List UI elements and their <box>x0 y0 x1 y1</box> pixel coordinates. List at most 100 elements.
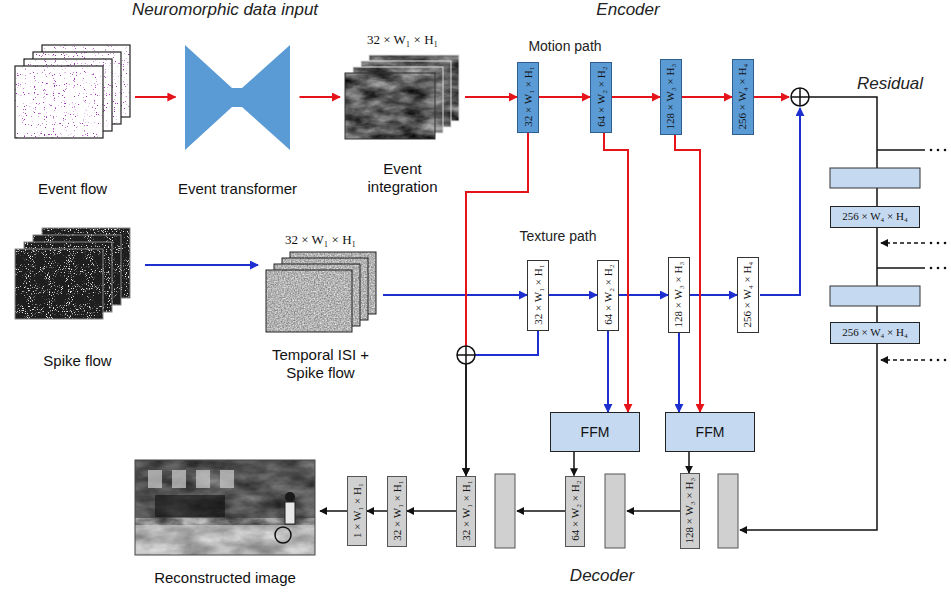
connector-line <box>475 331 538 356</box>
ellipsis-dots <box>930 149 947 362</box>
data-flow-arrow <box>466 331 538 476</box>
residual-block <box>830 168 920 188</box>
event-integration: 32 × W₁ × H₁Event integration <box>340 32 465 196</box>
tensor-size: 1 × W₁ × H₁ <box>350 484 363 539</box>
motion-to-sum <box>754 96 789 98</box>
spike-frame <box>15 249 103 319</box>
tensor-size: 32 × W₁ × H₁ <box>531 265 544 325</box>
connector-line <box>367 510 387 512</box>
tensor-size: 64 × W₂ × H₂ <box>601 265 614 325</box>
tensor-size: 256 × W₄ × H₄ <box>842 210 908 223</box>
connector-line <box>688 452 690 473</box>
person-head <box>285 492 295 502</box>
motion-feature-box: 256 × W₄ × H₄ <box>732 59 754 135</box>
frame-border <box>345 73 435 139</box>
tensor-size: 256 × W₄ × H₄ <box>842 326 908 339</box>
section-title: Neuromorphic data input <box>132 0 318 20</box>
event-transformer: Event transformer <box>176 40 300 198</box>
data-flow-arrow <box>612 97 660 98</box>
decoder-block <box>495 474 515 548</box>
decoder-block <box>605 474 625 548</box>
connector-line <box>383 294 527 296</box>
data-flow-arrow <box>539 97 590 98</box>
tensor-size: 128 × W₃ × H₃ <box>664 64 677 130</box>
connector-line <box>682 96 732 98</box>
caption: Reconstructed image <box>154 569 296 587</box>
data-flow-arrow <box>608 331 609 413</box>
window <box>172 470 186 488</box>
connector-line <box>549 294 597 296</box>
connector-line <box>465 364 467 476</box>
caption: Event flow <box>38 180 107 198</box>
data-flow-arrow <box>549 295 597 296</box>
decoder-box: 128 × W₃ × H₃ <box>680 473 700 549</box>
residual-trunk <box>740 97 877 530</box>
path-label: Motion path <box>528 38 601 55</box>
path-label: Texture path <box>519 228 596 245</box>
data-flow-arrow <box>145 265 258 266</box>
tensor-size: 128 × W₃ × H₃ <box>683 478 696 544</box>
decoder-box: 32 × W₁ × H₁ <box>456 476 476 547</box>
section-title: Decoder <box>570 566 634 586</box>
isi-frames <box>266 252 376 332</box>
data-flow-arrow <box>407 511 456 512</box>
motion-feature-box: 64 × W₂ × H₂ <box>590 62 612 133</box>
motion-feature-box: 128 × W₃ × H₃ <box>660 59 682 135</box>
decoder-box: 32 × W₁ × H₁ <box>387 476 407 547</box>
tensor-size: 64 × W₂ × H₂ <box>594 67 607 127</box>
data-flow-arrow <box>619 295 668 296</box>
data-flow-arrow <box>383 295 527 296</box>
data-flow-arrow <box>300 97 341 98</box>
sum-symbol <box>791 88 809 106</box>
frame-border <box>266 270 352 332</box>
residual-skip <box>881 242 925 244</box>
tensor-size: 32 × W₁ × H₁ <box>521 67 534 127</box>
event-integration-frames <box>345 55 459 139</box>
data-flow-arrow <box>679 333 680 412</box>
sum-cross <box>791 88 809 106</box>
street <box>135 525 315 555</box>
person-body <box>285 502 295 524</box>
temporal-isi-input: 32 × W₁ × H₁Temporal ISI + Spike flow <box>258 232 383 382</box>
texture-feature-box: 256 × W₄ × H₄ <box>737 257 759 333</box>
frame-border <box>15 249 103 319</box>
connector-line <box>465 96 517 98</box>
sum-nodes <box>457 88 809 364</box>
dimension-label: 32 × W₁ × H₁ <box>367 32 438 48</box>
connector-line <box>145 264 258 266</box>
connector-line <box>573 452 575 476</box>
connector-line <box>320 510 347 512</box>
decoder-arrow <box>517 510 565 512</box>
data-flow-arrow <box>690 295 737 296</box>
data-flow-arrow <box>689 452 690 473</box>
data-flow-arrow <box>367 511 387 512</box>
tensor-size: 256 × W₄ × H₄ <box>736 64 749 130</box>
texture-to-sum <box>760 108 800 295</box>
texture-feature-box: 32 × W₁ × H₁ <box>527 260 549 331</box>
event-flow-input: Event flow <box>10 40 135 198</box>
integration-frame <box>345 73 435 139</box>
tensor-size: 64 × W₂ × H₂ <box>568 481 581 541</box>
sum-cross <box>457 346 475 364</box>
photo-ground <box>135 460 315 555</box>
residual-block <box>830 286 920 306</box>
decoder-block <box>718 474 738 548</box>
module-name: FFM <box>696 424 725 441</box>
texture-feature-box: 64 × W₂ × H₂ <box>597 260 619 331</box>
data-flow-arrow <box>465 97 517 98</box>
connector-line <box>607 331 609 413</box>
connector-line <box>466 133 528 347</box>
tensor-size: 256 × W₄ × H₄ <box>741 262 754 328</box>
spike-flow-frames <box>15 228 130 319</box>
transformer-bowtie <box>185 45 290 150</box>
residual-branch <box>877 149 925 151</box>
decoder-arrow <box>627 510 680 512</box>
residual-branch <box>877 267 925 269</box>
dimension-label: 32 × W₁ × H₁ <box>285 232 356 248</box>
storefront <box>155 495 225 517</box>
texture-feature-box: 128 × W₃ × H₃ <box>668 257 690 333</box>
data-flow-arrow <box>466 133 528 476</box>
module-name: FFM <box>581 424 610 441</box>
data-flow-arrow <box>320 511 347 512</box>
sum-symbol <box>457 346 475 364</box>
